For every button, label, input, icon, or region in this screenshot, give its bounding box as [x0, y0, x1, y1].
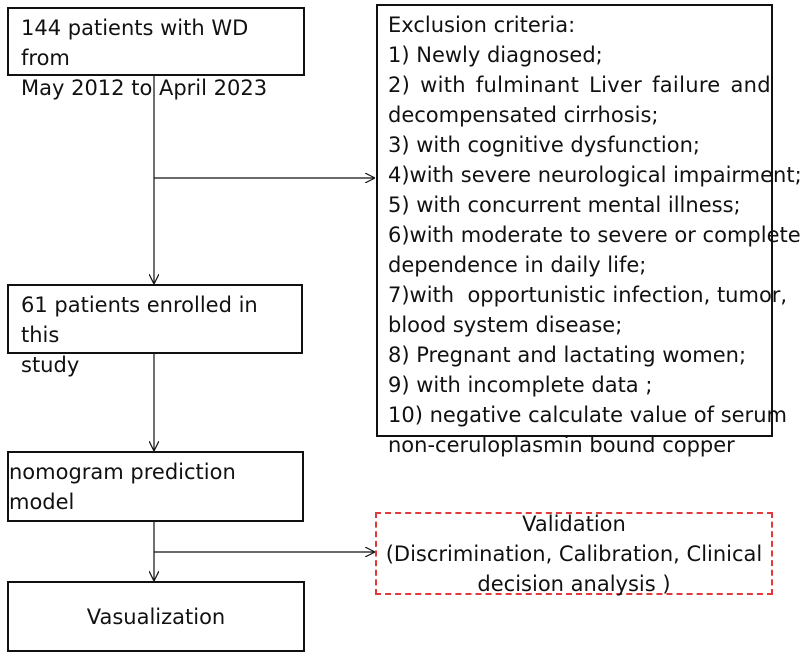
enrolled-line-1: 61 patients enrolled in this [21, 293, 258, 347]
exclusion-line: blood system disease; [388, 313, 623, 337]
validation-line-3: decision analysis ) [477, 571, 671, 596]
exclusion-line: 8) Pregnant and lactating women; [388, 343, 747, 367]
visualization-box: Vasualization [7, 581, 305, 652]
enrolled-line-2: study [21, 353, 80, 377]
visual-label: Vasualization [86, 604, 226, 629]
exclusion-line: 10) negative calculate value of serum [388, 403, 787, 427]
validation-box: Validation (Discrimination, Calibration,… [375, 511, 773, 596]
connector-arrows [0, 76, 780, 659]
exclusion-line: 3) with cognitive dysfunction; [388, 133, 700, 157]
exclusion-line: 7)with opportunistic infection, tumor, [388, 283, 788, 307]
start-patients-box: 144 patients with WD from May 2012 to Ap… [7, 7, 305, 100]
exclusion-line: 4)with severe neurological impairment; [388, 163, 802, 187]
enrolled-patients-box: 61 patients enrolled in this study [7, 284, 303, 377]
exclusion-line: 6)with moderate to severe or complete [388, 223, 801, 247]
nomogram-model-box: nomogram prediction model [7, 451, 304, 522]
exclusion-line: non-ceruloplasmin bound copper [388, 433, 735, 457]
validation-line-2: (Discrimination, Calibration, Clinical [385, 541, 763, 566]
exclusion-line: 1) Newly diagnosed; [388, 43, 603, 67]
exclusion-criteria-box: Exclusion criteria: 1) Newly diagnosed; … [376, 4, 802, 457]
exclusion-title: Exclusion criteria: [388, 13, 576, 37]
exclusion-line: dependence in daily life; [388, 253, 647, 277]
validation-line-1: Validation [522, 511, 626, 536]
exclusion-line: decompensated cirrhosis; [388, 103, 659, 127]
start-line-2: May 2012 to April 2023 [21, 76, 268, 100]
exclusion-line: 5) with concurrent mental illness; [388, 193, 741, 217]
start-line-1: 144 patients with WD from [21, 16, 249, 70]
exclusion-line: 9) with incomplete data ; [388, 373, 653, 397]
exclusion-line: 2) with fulminant Liver failure and [388, 73, 771, 97]
model-label: nomogram prediction model [9, 459, 236, 514]
